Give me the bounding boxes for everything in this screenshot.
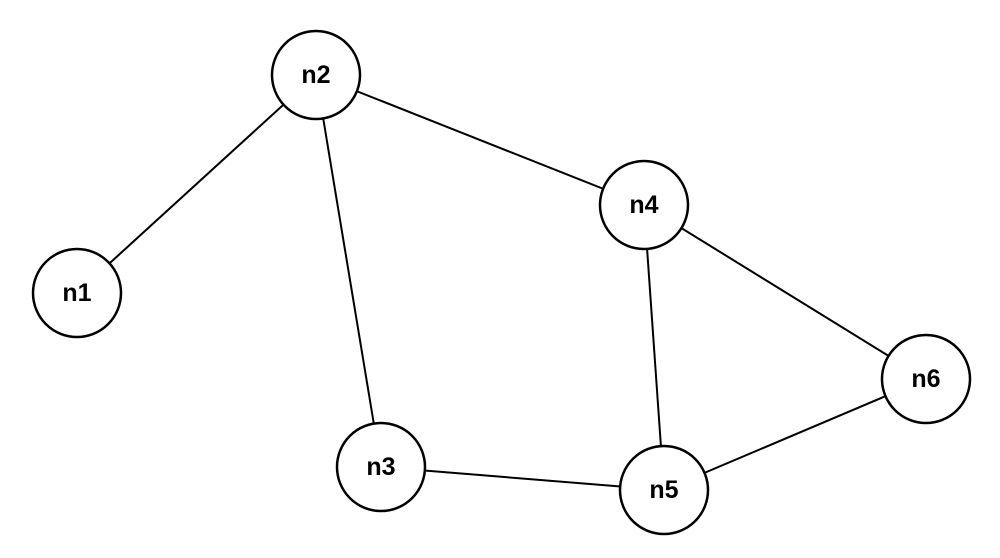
node-circle-n6[interactable] bbox=[880, 333, 972, 425]
edge-n5-n6 bbox=[663, 378, 927, 491]
node-circle-n1[interactable] bbox=[31, 247, 123, 339]
node-n5[interactable]: n5 bbox=[618, 444, 710, 536]
node-label-n6: n6 bbox=[911, 365, 940, 393]
node-label-n1: n1 bbox=[62, 279, 91, 307]
nodes-layer: n1 n2 n3 n4 n5 n6 bbox=[31, 29, 972, 536]
node-n6[interactable]: n6 bbox=[880, 333, 972, 425]
node-circle-n5[interactable] bbox=[618, 444, 710, 536]
node-n4[interactable]: n4 bbox=[598, 159, 690, 251]
edge-n2-n4 bbox=[315, 74, 645, 206]
edge-n1-n2 bbox=[76, 74, 317, 294]
node-n1[interactable]: n1 bbox=[31, 247, 123, 339]
node-circle-n2[interactable] bbox=[270, 29, 362, 121]
node-n3[interactable]: n3 bbox=[335, 421, 427, 513]
node-circle-n4[interactable] bbox=[598, 159, 690, 251]
node-label-n5: n5 bbox=[649, 476, 678, 504]
node-label-n4: n4 bbox=[629, 191, 658, 219]
node-label-n2: n2 bbox=[301, 61, 330, 89]
edge-n4-n5 bbox=[643, 204, 665, 491]
node-circle-n3[interactable] bbox=[335, 421, 427, 513]
edge-n3-n5 bbox=[380, 466, 665, 491]
node-label-n3: n3 bbox=[366, 453, 395, 481]
edge-n2-n3 bbox=[315, 74, 382, 468]
edges-layer bbox=[76, 74, 927, 491]
node-n2[interactable]: n2 bbox=[270, 29, 362, 121]
edge-n4-n6 bbox=[643, 204, 927, 380]
